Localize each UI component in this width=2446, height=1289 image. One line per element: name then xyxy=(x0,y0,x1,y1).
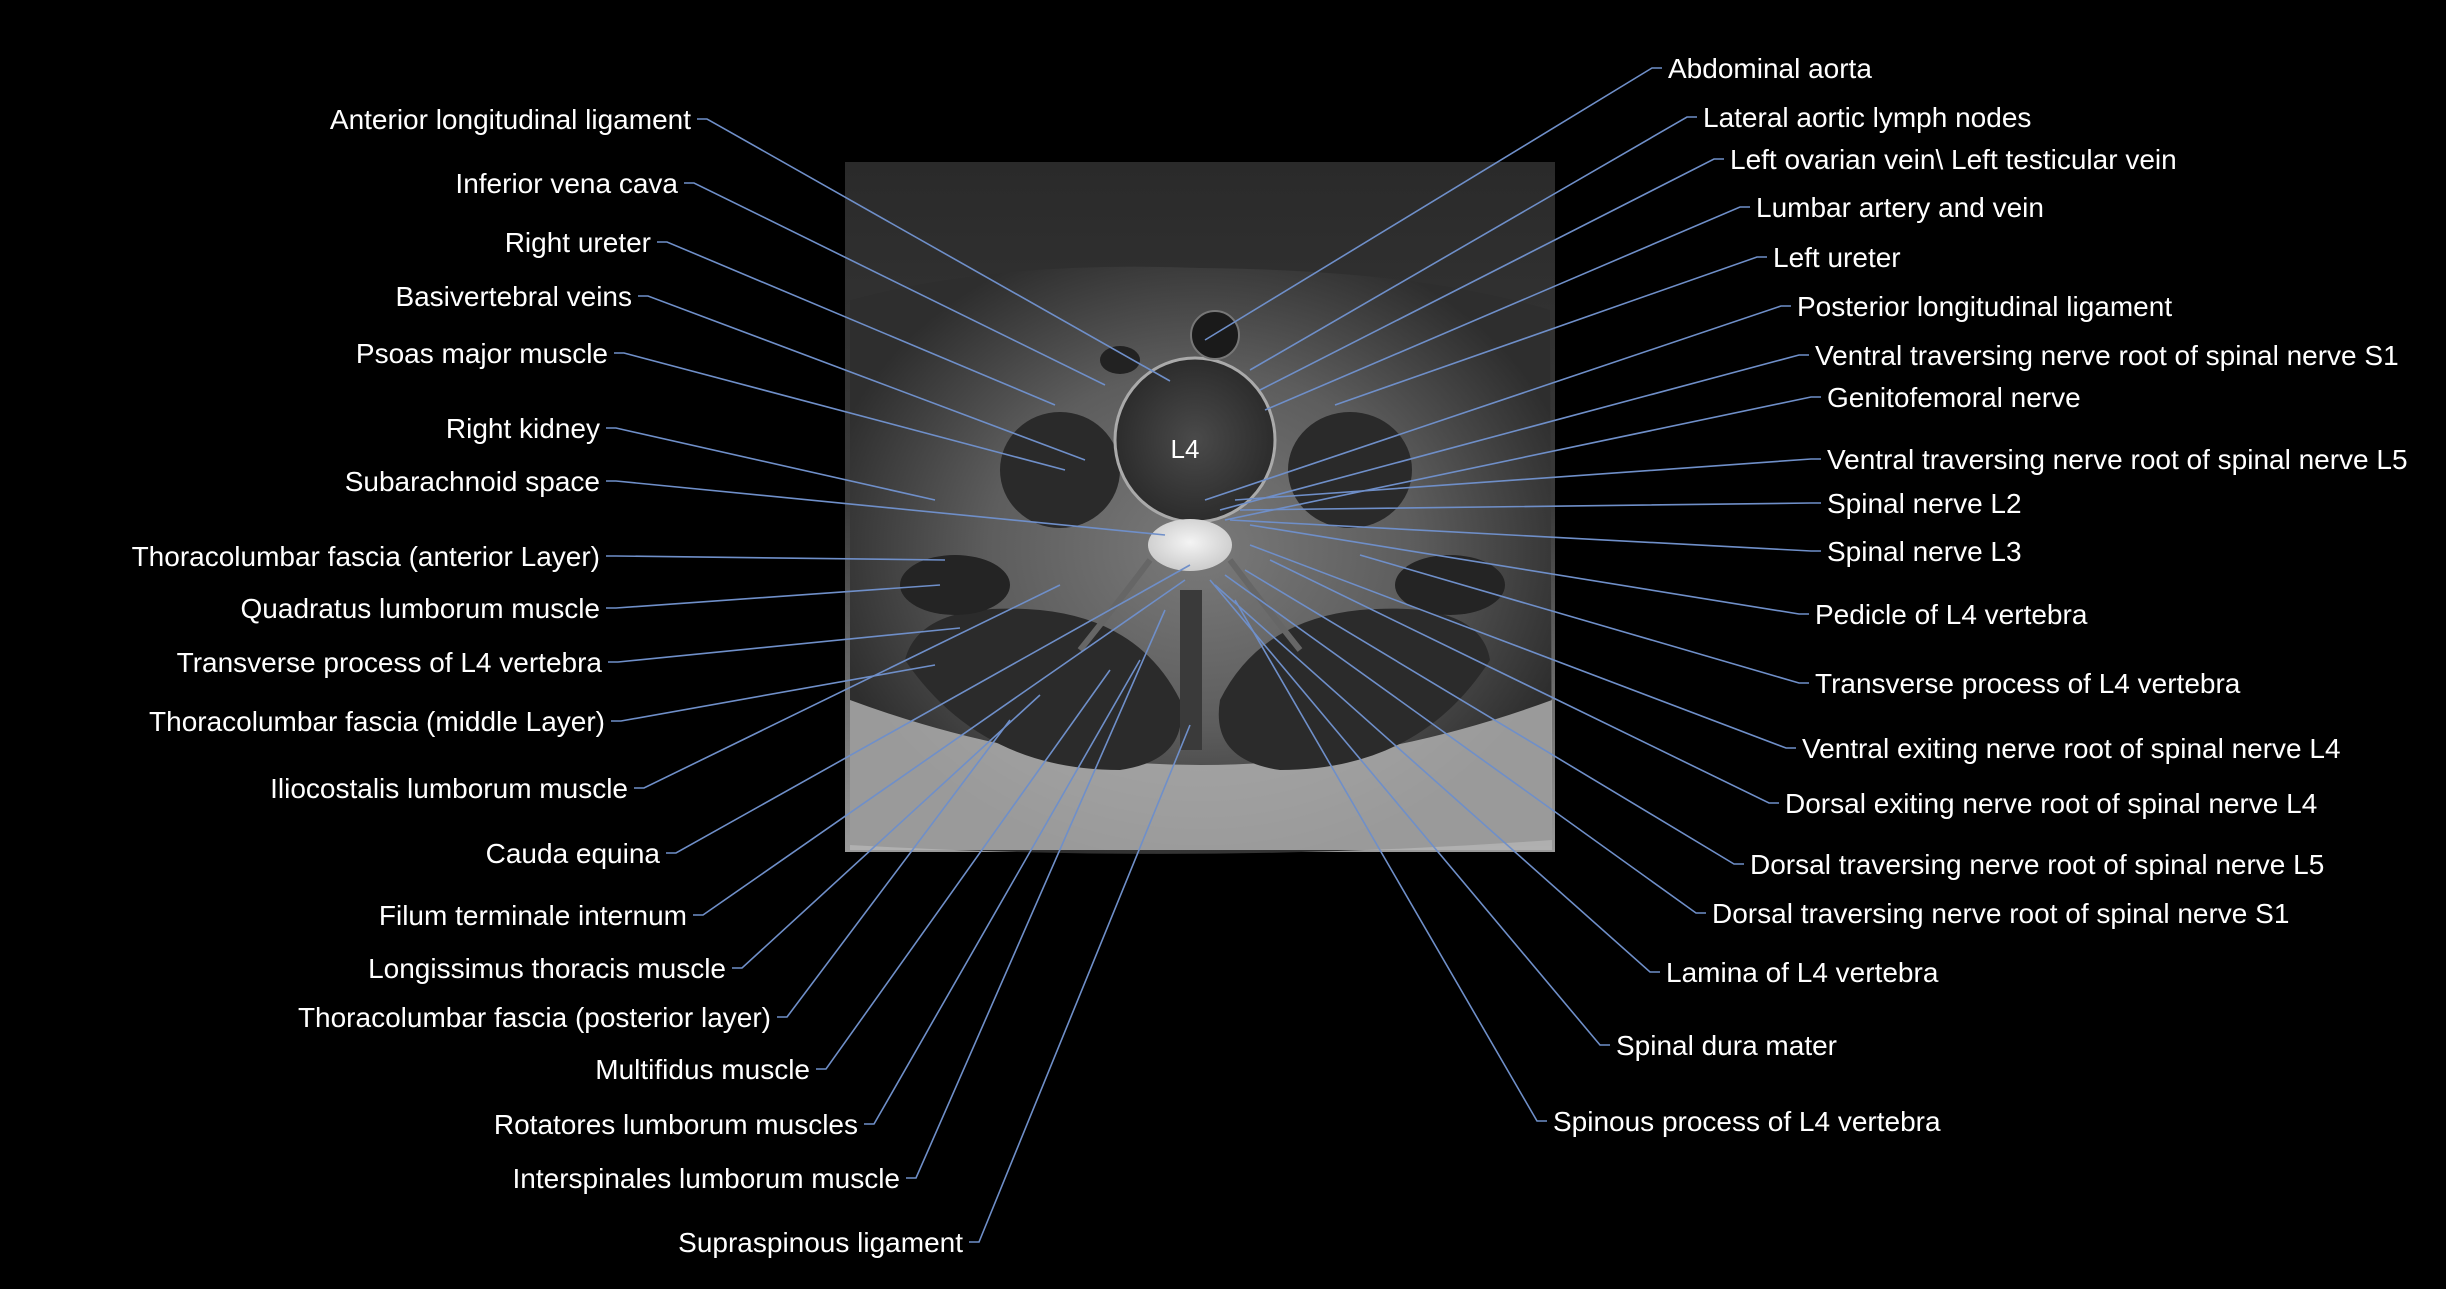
left-label-5: Psoas major muscle xyxy=(356,338,608,369)
spinal-canal xyxy=(1148,519,1232,571)
left-leader-line-14 xyxy=(693,579,1186,916)
right-label-4: Lumbar artery and vein xyxy=(1756,192,2044,223)
right-leader-line-4 xyxy=(1264,206,1750,411)
left-leader-line-18 xyxy=(864,659,1141,1125)
right-label-17: Dorsal traversing nerve root of spinal n… xyxy=(1712,898,2289,929)
left-label-9: Quadratus lumborum muscle xyxy=(241,593,600,624)
right-leader-line-18 xyxy=(1214,584,1660,973)
left-leader-line-9 xyxy=(606,584,941,609)
subcutaneous-fat xyxy=(850,700,1552,850)
left-label-19: Interspinales lumborum muscle xyxy=(513,1163,901,1194)
left-label-6: Right kidney xyxy=(446,413,600,444)
spinous-process xyxy=(1180,590,1202,750)
right-label-10: Spinal nerve L2 xyxy=(1827,488,2022,519)
left-label-7: Subarachnoid space xyxy=(345,466,600,497)
right-label-13: Transverse process of L4 vertebra xyxy=(1815,668,2241,699)
left-label-10: Transverse process of L4 vertebra xyxy=(177,647,603,678)
left-label-18: Rotatores lumborum muscles xyxy=(494,1109,858,1140)
left-label-4: Basivertebral veins xyxy=(395,281,632,312)
left-label-8: Thoracolumbar fascia (anterior Layer) xyxy=(132,541,600,572)
right-leader-line-8 xyxy=(1224,396,1821,521)
right-label-12: Pedicle of L4 vertebra xyxy=(1815,599,2088,630)
right-leader-line-2 xyxy=(1249,116,1697,371)
right-quadratus xyxy=(900,555,1010,615)
left-leader-line-8 xyxy=(606,555,946,561)
left-label-13: Cauda equina xyxy=(486,838,661,869)
right-label-7: Ventral traversing nerve root of spinal … xyxy=(1815,340,2399,371)
right-leader-line-20 xyxy=(1234,599,1547,1122)
left-label-15: Longissimus thoracis muscle xyxy=(368,953,726,984)
right-label-18: Lamina of L4 vertebra xyxy=(1666,957,1939,988)
right-label-2: Lateral aortic lymph nodes xyxy=(1703,102,2031,133)
right-leader-line-1 xyxy=(1204,67,1662,341)
right-leader-line-9 xyxy=(1234,458,1821,501)
left-quadratus xyxy=(1395,555,1505,615)
right-label-1: Abdominal aorta xyxy=(1668,53,1872,84)
left-label-20: Supraspinous ligament xyxy=(678,1227,963,1258)
left-psoas xyxy=(1288,412,1412,528)
right-label-5: Left ureter xyxy=(1773,242,1901,273)
right-label-9: Ventral traversing nerve root of spinal … xyxy=(1827,444,2408,475)
right-label-14: Ventral exiting nerve root of spinal ner… xyxy=(1802,733,2341,764)
left-leader-line-7 xyxy=(606,480,1166,536)
left-label-11: Thoracolumbar fascia (middle Layer) xyxy=(149,706,605,737)
left-label-12: Iliocostalis lumborum muscle xyxy=(270,773,628,804)
left-leader-line-20 xyxy=(969,724,1191,1243)
left-leader-line-17 xyxy=(816,669,1111,1070)
right-psoas xyxy=(1000,412,1120,528)
right-label-8: Genitofemoral nerve xyxy=(1827,382,2081,413)
right-leader-line-15 xyxy=(1269,559,1779,804)
left-label-2: Inferior vena cava xyxy=(455,168,678,199)
right-leader-line-10 xyxy=(1239,502,1821,511)
right-label-11: Spinal nerve L3 xyxy=(1827,536,2022,567)
right-leader-line-5 xyxy=(1334,256,1767,406)
left-leader-line-2 xyxy=(684,182,1106,386)
left-leader-line-3 xyxy=(657,241,1056,406)
right-leader-line-13 xyxy=(1359,554,1809,684)
right-leader-line-12 xyxy=(1249,524,1809,615)
right-leader-line-11 xyxy=(1229,519,1821,552)
right-leader-line-6 xyxy=(1204,305,1791,501)
left-label-17: Multifidus muscle xyxy=(595,1054,810,1085)
left-leader-line-13 xyxy=(666,564,1191,854)
left-leader-line-15 xyxy=(732,694,1041,969)
left-leader-line-1 xyxy=(697,118,1171,382)
right-label-20: Spinous process of L4 vertebra xyxy=(1553,1106,1941,1137)
left-leader-line-10 xyxy=(608,627,961,663)
right-label-19: Spinal dura mater xyxy=(1616,1030,1837,1061)
left-leader-line-4 xyxy=(638,295,1086,461)
right-leader-line-14 xyxy=(1249,544,1796,749)
left-leader-line-6 xyxy=(606,427,936,501)
left-leader-line-12 xyxy=(634,584,1061,789)
left-label-14: Filum terminale internum xyxy=(379,900,687,931)
right-label-16: Dorsal traversing nerve root of spinal n… xyxy=(1750,849,2324,880)
right-leader-line-19 xyxy=(1209,579,1610,1046)
left-label-3: Right ureter xyxy=(505,227,651,258)
left-label-1: Anterior longitudinal ligament xyxy=(330,104,691,135)
right-label-6: Posterior longitudinal ligament xyxy=(1797,291,2172,322)
right-label-15: Dorsal exiting nerve root of spinal nerv… xyxy=(1785,788,2317,819)
right-leader-line-16 xyxy=(1244,569,1744,865)
left-leader-line-5 xyxy=(614,352,1066,471)
right-leader-line-17 xyxy=(1224,574,1706,914)
left-leader-line-11 xyxy=(611,664,936,722)
right-leader-line-7 xyxy=(1219,354,1809,511)
right-leader-line-3 xyxy=(1259,158,1724,391)
left-label-16: Thoracolumbar fascia (posterior layer) xyxy=(298,1002,771,1033)
aorta-shape xyxy=(1190,310,1240,360)
right-label-3: Left ovarian vein\ Left testicular vein xyxy=(1730,144,2177,175)
left-leader-line-16 xyxy=(777,719,1011,1018)
right-lamina xyxy=(1077,558,1153,652)
left-leader-line-19 xyxy=(906,609,1166,1179)
vertebra-label: L4 xyxy=(1171,434,1200,464)
ivc-shape xyxy=(1100,346,1140,374)
